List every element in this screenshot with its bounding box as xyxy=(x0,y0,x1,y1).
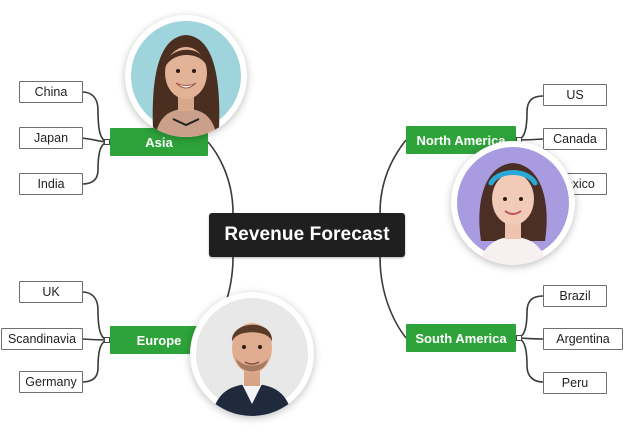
collapse-toggle-south-america[interactable] xyxy=(516,335,522,341)
subtopic-scandinavia[interactable]: Scandinavia xyxy=(1,328,83,350)
subtopic-germany[interactable]: Germany xyxy=(19,371,83,393)
subtopic-label: UK xyxy=(42,285,60,299)
topic-asia-label: Asia xyxy=(145,134,173,150)
subtopic-peru[interactable]: Peru xyxy=(543,372,607,394)
subtopic-label: Scandinavia xyxy=(7,332,77,346)
subtopic-label: China xyxy=(34,85,68,99)
topic-europe-label: Europe xyxy=(136,332,182,348)
woman-avatar xyxy=(125,15,247,137)
subtopic-label: Canada xyxy=(553,132,597,146)
subtopic-label: Peru xyxy=(561,376,589,390)
collapse-toggle-europe[interactable] xyxy=(104,337,110,343)
topic-south-america[interactable]: South America xyxy=(406,324,516,352)
subtopic-uk[interactable]: UK xyxy=(19,281,83,303)
topic-north-america-label: North America xyxy=(416,132,506,148)
central-topic-revenue-forecast[interactable]: Revenue Forecast xyxy=(209,213,405,257)
subtopic-canada[interactable]: Canada xyxy=(543,128,607,150)
subtopic-japan[interactable]: Japan xyxy=(19,127,83,149)
subtopic-china[interactable]: China xyxy=(19,81,83,103)
subtopic-india[interactable]: India xyxy=(19,173,83,195)
woman-headband-avatar xyxy=(451,141,575,265)
subtopic-label: Japan xyxy=(33,131,69,145)
connector-center-north-america xyxy=(379,139,407,214)
topic-south-america-label: South America xyxy=(415,330,507,346)
subtopic-label: US xyxy=(566,88,584,102)
subtopic-label: Brazil xyxy=(559,289,591,303)
subtopic-brazil[interactable]: Brazil xyxy=(543,285,607,307)
collapse-toggle-asia[interactable] xyxy=(104,139,110,145)
central-topic-label: Revenue Forecast xyxy=(224,224,390,245)
subtopic-us[interactable]: US xyxy=(543,84,607,106)
subtopic-argentina[interactable]: Argentina xyxy=(543,328,623,350)
connector-center-asia xyxy=(207,141,234,214)
subtopic-label: Germany xyxy=(25,375,77,389)
subtopic-label: Argentina xyxy=(556,332,610,346)
connector-center-south-america xyxy=(379,256,407,339)
man-avatar xyxy=(190,292,314,416)
subtopic-label: India xyxy=(37,177,65,191)
